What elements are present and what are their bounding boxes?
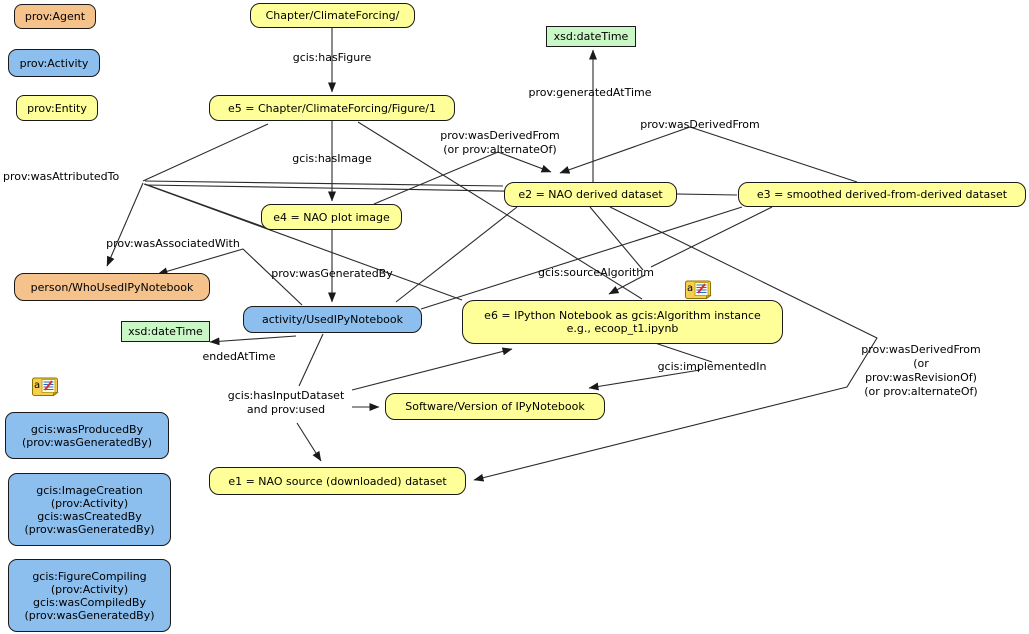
- edge-e2-produced: [395, 206, 518, 303]
- edge-source-algorithm-e2: [589, 206, 644, 271]
- edge-used-e1: [296, 422, 322, 462]
- edge-used-e6: [351, 347, 513, 391]
- edge-was-associated-with: [157, 248, 303, 306]
- edge-e2-derived-e1: [473, 206, 878, 482]
- label-was-derived-from-revision: prov:wasDerivedFrom (or prov:wasRevision…: [861, 343, 981, 398]
- edge-ended-at-time: [209, 335, 297, 346]
- edge-e3-derived-e2: [559, 126, 858, 183]
- legend-image-creation: gcis:ImageCreation (prov:Activity) gcis:…: [8, 473, 171, 546]
- edge-attrib-e5: [142, 123, 269, 182]
- node-datetime-left: xsd:dateTime: [121, 321, 210, 342]
- svg-text:a: a: [34, 380, 40, 391]
- node-e2: e2 = NAO derived dataset: [504, 182, 677, 207]
- edge-attrib-e6: [143, 183, 463, 301]
- edge-e4-derived-e2: [373, 151, 552, 205]
- edge-e5-e6: [357, 121, 643, 300]
- annotation-icon: a: [31, 377, 59, 401]
- node-e3: e3 = smoothed derived-from-derived datas…: [738, 182, 1026, 207]
- edge-attrib-e2: [144, 180, 504, 187]
- label-has-figure: gcis:hasFigure: [292, 51, 372, 64]
- label-implemented-in: gcis:implementedIn: [657, 360, 767, 373]
- edge-source-algorithm-e3: [650, 206, 773, 268]
- label-was-derived-from: prov:wasDerivedFrom: [640, 118, 760, 131]
- annotation-icon: a: [684, 280, 712, 304]
- label-generated-at-time: prov:generatedAtTime: [528, 86, 652, 99]
- node-software: Software/Version of IPyNotebook: [385, 393, 605, 420]
- node-activity: activity/UsedIPyNotebook: [243, 306, 422, 333]
- legend-figure-compiling: gcis:FigureCompiling (prov:Activity) gci…: [8, 559, 171, 632]
- legend-agent: prov:Agent: [14, 4, 96, 29]
- edge-e3-produced: [420, 206, 743, 310]
- edge-source-algorithm-arrow: [608, 274, 646, 295]
- label-was-generated-by: prov:wasGeneratedBy: [271, 267, 393, 280]
- legend-activity: prov:Activity: [8, 49, 100, 77]
- legend-entity: prov:Entity: [16, 95, 98, 121]
- edge-implemented-in: [589, 342, 713, 388]
- label-ended-at-time: endedAtTime: [202, 350, 276, 363]
- node-e5: e5 = Chapter/ClimateForcing/Figure/1: [209, 95, 455, 121]
- edge-attrib-person: [106, 182, 144, 267]
- node-e1: e1 = NAO source (downloaded) dataset: [209, 467, 466, 495]
- label-was-attributed-to: prov:wasAttributedTo: [3, 170, 120, 183]
- node-e6: e6 = IPython Notebook as gcis:Algorithm …: [462, 300, 783, 344]
- label-has-input-dataset: gcis:hasInputDataset and prov:used: [227, 389, 345, 416]
- edge-activity-used-junction: [298, 333, 324, 387]
- label-was-associated-with: prov:wasAssociatedWith: [106, 237, 240, 250]
- legend-was-produced-by: gcis:wasProducedBy (prov:wasGeneratedBy): [5, 412, 169, 459]
- label-has-image: gcis:hasImage: [292, 152, 372, 165]
- node-e4: e4 = NAO plot image: [261, 204, 402, 230]
- svg-text:a: a: [687, 283, 693, 294]
- node-datetime-top: xsd:dateTime: [546, 26, 636, 47]
- label-source-algorithm: gcis:sourceAlgorithm: [538, 266, 654, 279]
- node-chapter: Chapter/ClimateForcing/: [250, 3, 415, 28]
- node-person: person/WhoUsedIPyNotebook: [14, 273, 210, 301]
- label-was-derived-from-alternate: prov:wasDerivedFrom (or prov:alternateOf…: [440, 129, 560, 156]
